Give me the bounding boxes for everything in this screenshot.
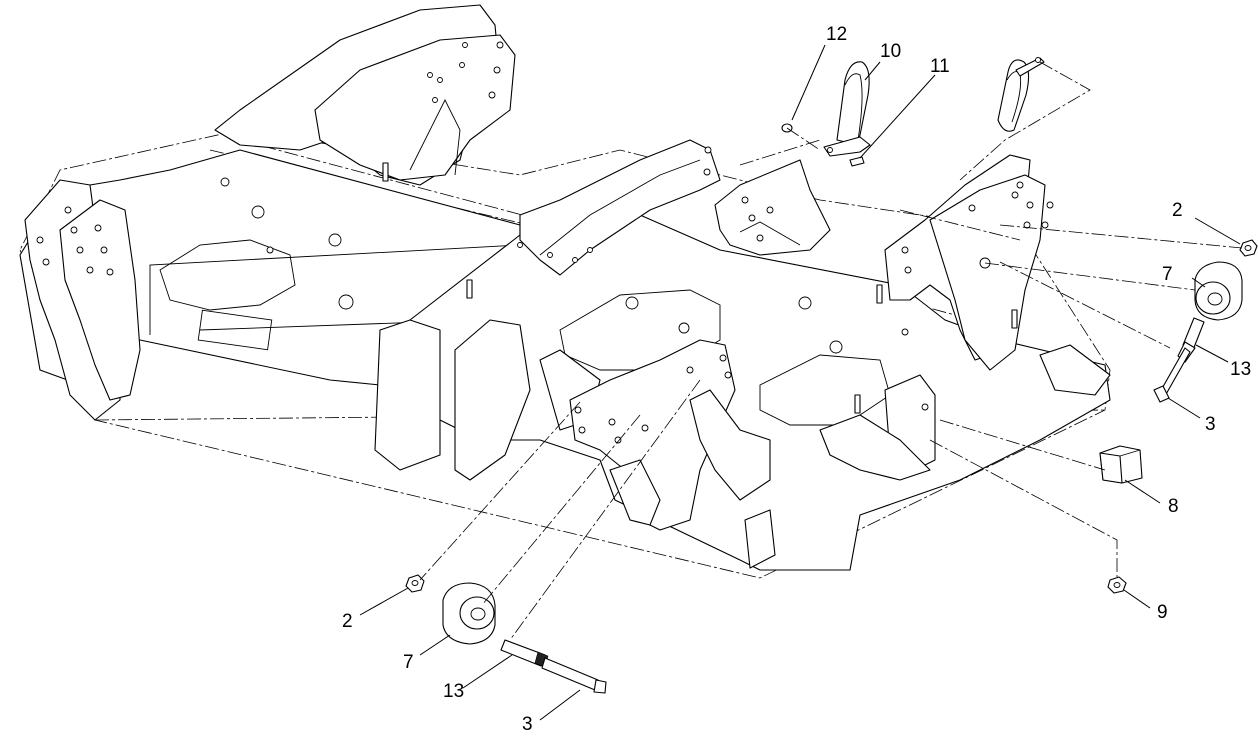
callout-2-right: 2 xyxy=(1172,200,1183,221)
mower-deck-frame xyxy=(19,4,1111,579)
callout-11: 11 xyxy=(930,56,950,77)
callout-13-right: 13 xyxy=(1230,359,1251,380)
left-roller xyxy=(442,582,496,645)
left-roller-assembly xyxy=(405,379,701,694)
right-roller-assembly xyxy=(984,224,1258,403)
right-roller-bolt xyxy=(1153,347,1191,403)
callout-3-left: 3 xyxy=(522,714,533,735)
callout-2-left: 2 xyxy=(342,611,353,632)
callout-12: 12 xyxy=(826,24,847,45)
callout-8: 8 xyxy=(1168,496,1179,517)
callout-7-left: 7 xyxy=(403,652,414,673)
skid-bumper xyxy=(939,419,1143,484)
callout-10: 10 xyxy=(880,41,901,62)
callout-labels: 12 10 11 2 7 13 3 8 9 2 7 13 3 xyxy=(342,24,1251,735)
hitch-pin-assembly xyxy=(739,57,1091,241)
left-locknut xyxy=(405,574,425,593)
right-locknut xyxy=(1239,239,1258,257)
callout-13-left: 13 xyxy=(443,681,464,702)
callout-7-right: 7 xyxy=(1162,264,1173,285)
callout-3-right: 3 xyxy=(1205,414,1216,435)
right-flange-nut xyxy=(929,439,1127,594)
right-roller xyxy=(1194,261,1243,321)
left-roller-bolt xyxy=(541,657,607,694)
callout-9: 9 xyxy=(1157,602,1168,623)
leader-lines xyxy=(359,44,1241,721)
left-roller-spacer xyxy=(500,639,549,668)
